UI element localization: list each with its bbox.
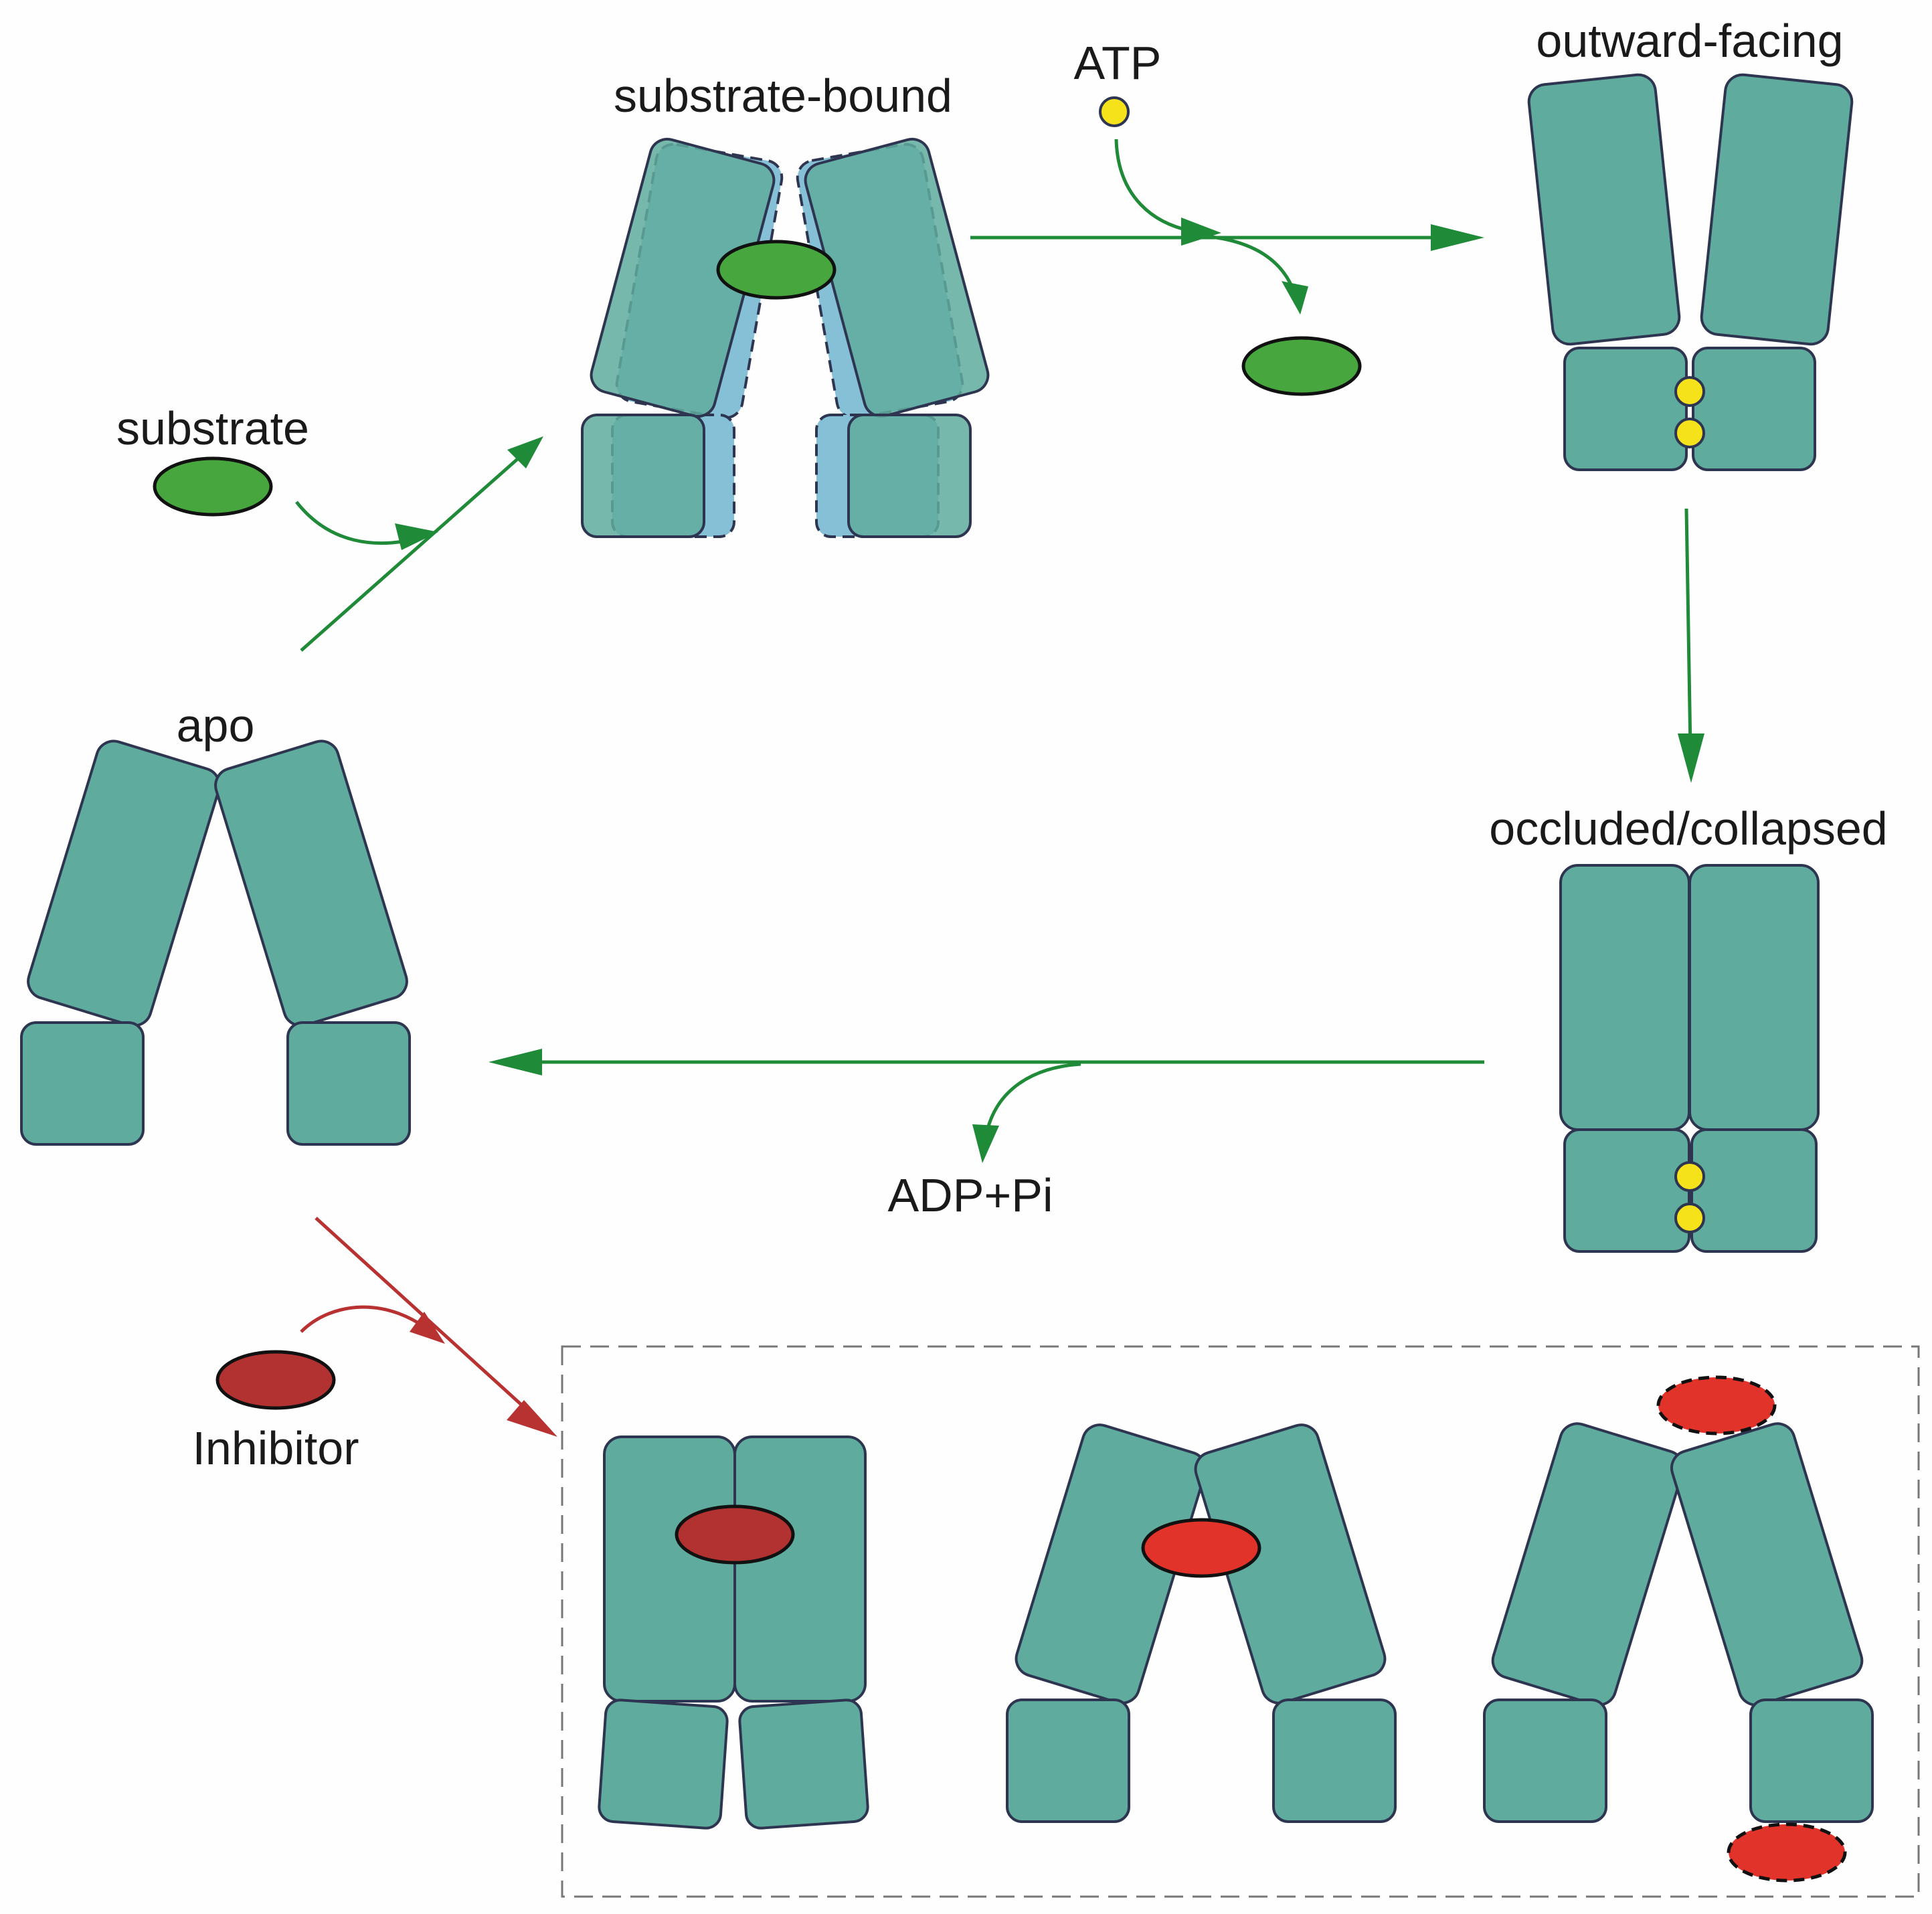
inhibited-states-frame [561, 1345, 1920, 1898]
inh2-nbd-left [1006, 1699, 1130, 1823]
atp-molecule [1099, 96, 1130, 127]
arrow-outward-to-occluded [1678, 508, 1704, 783]
inh2-tmd-right [1194, 1423, 1387, 1705]
substrate-group: substrate [116, 402, 309, 517]
occluded-atp-1 [1674, 1161, 1705, 1192]
apo-nbd-left [20, 1021, 145, 1146]
apo-label: apo [177, 699, 255, 752]
apo-state: apo [20, 699, 411, 1146]
occluded-tmd-left [1559, 864, 1690, 1131]
released-substrate-ellipse [1241, 336, 1362, 396]
occluded-collapsed-label: occluded/collapsed [1489, 802, 1887, 855]
inh3-nbd-right [1749, 1699, 1874, 1823]
arrow-substrate-binding [295, 501, 438, 550]
arrow-occluded-to-apo [489, 1049, 1484, 1075]
substrate-bound-state: substrate-bound [581, 70, 990, 538]
atp-label: ATP [1074, 37, 1162, 89]
inh2-inhibitor [1141, 1518, 1261, 1578]
occluded-state: occluded/collapsed [1489, 802, 1888, 1253]
inh1-tmd-right [733, 1436, 867, 1703]
arrow-apo-to-inhibited [315, 1217, 557, 1437]
bound-nbd-left [581, 414, 705, 538]
inhibited-states-box [561, 1345, 1920, 1898]
arrow-atp-exchange [1114, 139, 1308, 315]
substrate-bound-label: substrate-bound [614, 70, 952, 122]
outward-nbd-right [1692, 347, 1816, 471]
apo-nbd-right [286, 1021, 411, 1146]
inh3-inhibitor-top [1656, 1375, 1777, 1436]
inh3-tmd-right [1670, 1422, 1864, 1707]
inhibited-state-inward [1006, 1423, 1397, 1823]
outward-facing-label: outward-facing [1536, 15, 1843, 67]
occluded-tmd-right [1688, 864, 1820, 1131]
inh3-tmd-left [1491, 1422, 1684, 1707]
substrate-label: substrate [116, 402, 309, 454]
bound-tmd-right [804, 137, 990, 418]
occluded-atp-2 [1674, 1203, 1705, 1233]
bound-substrate-ellipse [716, 240, 837, 300]
occluded-nbd-left [1563, 1128, 1690, 1253]
outward-tmd-left [1527, 73, 1681, 346]
inhibited-state-collapsed [598, 1436, 869, 1830]
inh1-inhibitor [675, 1504, 795, 1565]
substrate-ellipse [153, 456, 273, 517]
inh1-nbd-right [738, 1699, 869, 1830]
inh3-inhibitor-bottom [1727, 1822, 1847, 1883]
adp-pi-label: ADP+Pi [887, 1169, 1053, 1221]
inh2-nbd-right [1272, 1699, 1397, 1823]
outward-nbd-left [1563, 347, 1688, 471]
apo-tmd-left [27, 740, 221, 1027]
arrow-adp-release [972, 1062, 1081, 1163]
outward-facing-state: outward-facing [1527, 15, 1854, 471]
arrow-bound-to-outward [970, 224, 1484, 251]
bound-nbd-right [847, 414, 972, 538]
arrow-inhibitor-binding [300, 1305, 445, 1344]
inh2-tmd-left [1015, 1423, 1207, 1705]
apo-tmd-right [214, 740, 408, 1027]
inhibitor-label: Inhibitor [192, 1422, 359, 1474]
outward-atp-2 [1674, 418, 1705, 448]
arrow-apo-to-substrate-bound [300, 436, 543, 652]
inh1-tmd-left [603, 1436, 736, 1703]
inh3-nbd-left [1483, 1699, 1607, 1823]
outward-tmd-right [1700, 73, 1854, 346]
inhibitor-group: Inhibitor [192, 1350, 359, 1474]
outward-atp-1 [1674, 376, 1705, 407]
inh1-nbd-left [598, 1699, 729, 1830]
atp-group: ATP [1074, 37, 1362, 396]
inhibitor-ellipse [215, 1350, 336, 1410]
inhibited-state-peripheral [1483, 1375, 1874, 1883]
occluded-nbd-right [1690, 1128, 1818, 1253]
